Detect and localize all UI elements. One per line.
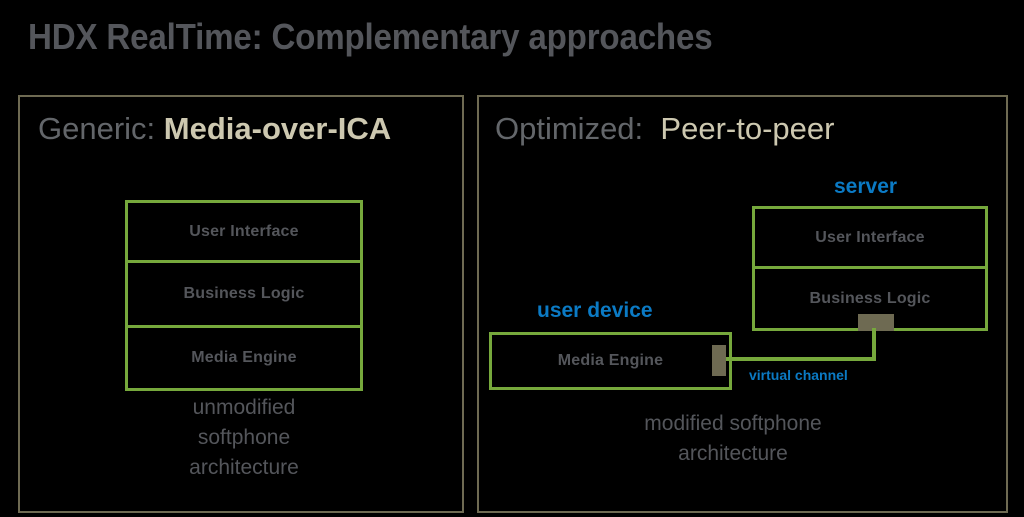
panel-generic-heading-emphasis: Media-over-ICA xyxy=(163,111,392,146)
arch-box-label: Business Logic xyxy=(183,285,305,302)
arch-box-label: User Interface xyxy=(189,222,299,240)
server-architecture-stack: User Interface Business Logic xyxy=(752,206,988,331)
page-title: HDX RealTime: Complementary approaches xyxy=(28,16,713,57)
panel-optimized-heading-prefix: Optimized: xyxy=(495,111,644,146)
server-label: server xyxy=(834,175,898,198)
device-box-media-engine: Media Engine xyxy=(489,332,732,390)
virtual-channel-wire-vertical xyxy=(872,328,876,361)
virtual-channel-label: virtual channel xyxy=(749,367,848,383)
generic-architecture-caption: unmodified softphone architecture xyxy=(189,396,299,480)
optimized-architecture-caption: modified softphone architecture xyxy=(644,412,822,466)
arch-box-media-engine: Media Engine xyxy=(125,328,363,391)
panel-generic-heading-prefix: Generic: xyxy=(38,111,156,146)
user-device-label: user device xyxy=(537,299,653,322)
arch-box-label: Business Logic xyxy=(809,289,931,307)
generic-architecture-stack: User Interface Business Logic Media Engi… xyxy=(125,200,363,391)
arch-box-label: Media Engine xyxy=(191,349,297,366)
arch-box-business-logic: Business Logic xyxy=(125,263,363,328)
connector-plug-server-icon xyxy=(858,314,894,331)
panel-generic: Generic: Media-over-ICA xyxy=(18,95,464,513)
panel-optimized: Optimized: Peer-to-peer xyxy=(477,95,1008,513)
panel-optimized-heading-emphasis: Peer-to-peer xyxy=(660,111,835,146)
server-box-user-interface: User Interface xyxy=(752,206,988,269)
virtual-channel-wire-horizontal xyxy=(726,357,876,361)
arch-box-label: User Interface xyxy=(815,228,925,246)
panel-optimized-heading: Optimized: Peer-to-peer xyxy=(495,111,834,147)
panel-generic-heading: Generic: Media-over-ICA xyxy=(38,111,391,147)
connector-plug-device-icon xyxy=(712,345,726,376)
arch-box-label: Media Engine xyxy=(557,352,664,369)
user-device-architecture-stack: Media Engine xyxy=(489,332,732,390)
arch-box-user-interface: User Interface xyxy=(125,200,363,263)
